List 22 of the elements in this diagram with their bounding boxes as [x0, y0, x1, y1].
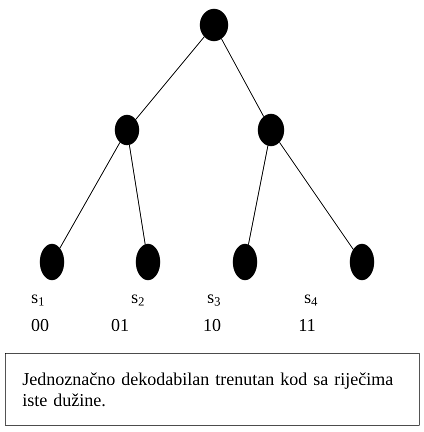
tree-branch — [128, 144, 146, 245]
tree-node — [40, 244, 64, 280]
tree-node — [258, 114, 284, 146]
code-word: 11 — [300, 319, 315, 331]
tree-node — [114, 114, 140, 146]
symbol-label: s$_{3}$ — [208, 294, 220, 306]
caption-box: Jednoznačno dekodabilan trenutan kod sa riječima iste dužine. — [5, 353, 420, 426]
symbol-label: s$_{4}$ — [304, 294, 318, 306]
tree-branch — [135, 36, 205, 120]
code-word: 10 — [204, 318, 220, 332]
tree-node — [136, 244, 160, 280]
symbol-label: s$_{1}$ — [32, 294, 44, 306]
code-word: 00 — [32, 318, 48, 332]
tree-node — [232, 244, 258, 280]
tree-branch — [221, 38, 264, 117]
tree-branch — [248, 145, 268, 245]
tree-node — [200, 8, 228, 42]
tree-branch — [279, 142, 354, 250]
tree-node — [350, 244, 374, 280]
code-word: 01 — [112, 318, 128, 332]
symbol-label: s$_{2}$ — [132, 294, 144, 306]
tree-branch — [59, 142, 120, 249]
